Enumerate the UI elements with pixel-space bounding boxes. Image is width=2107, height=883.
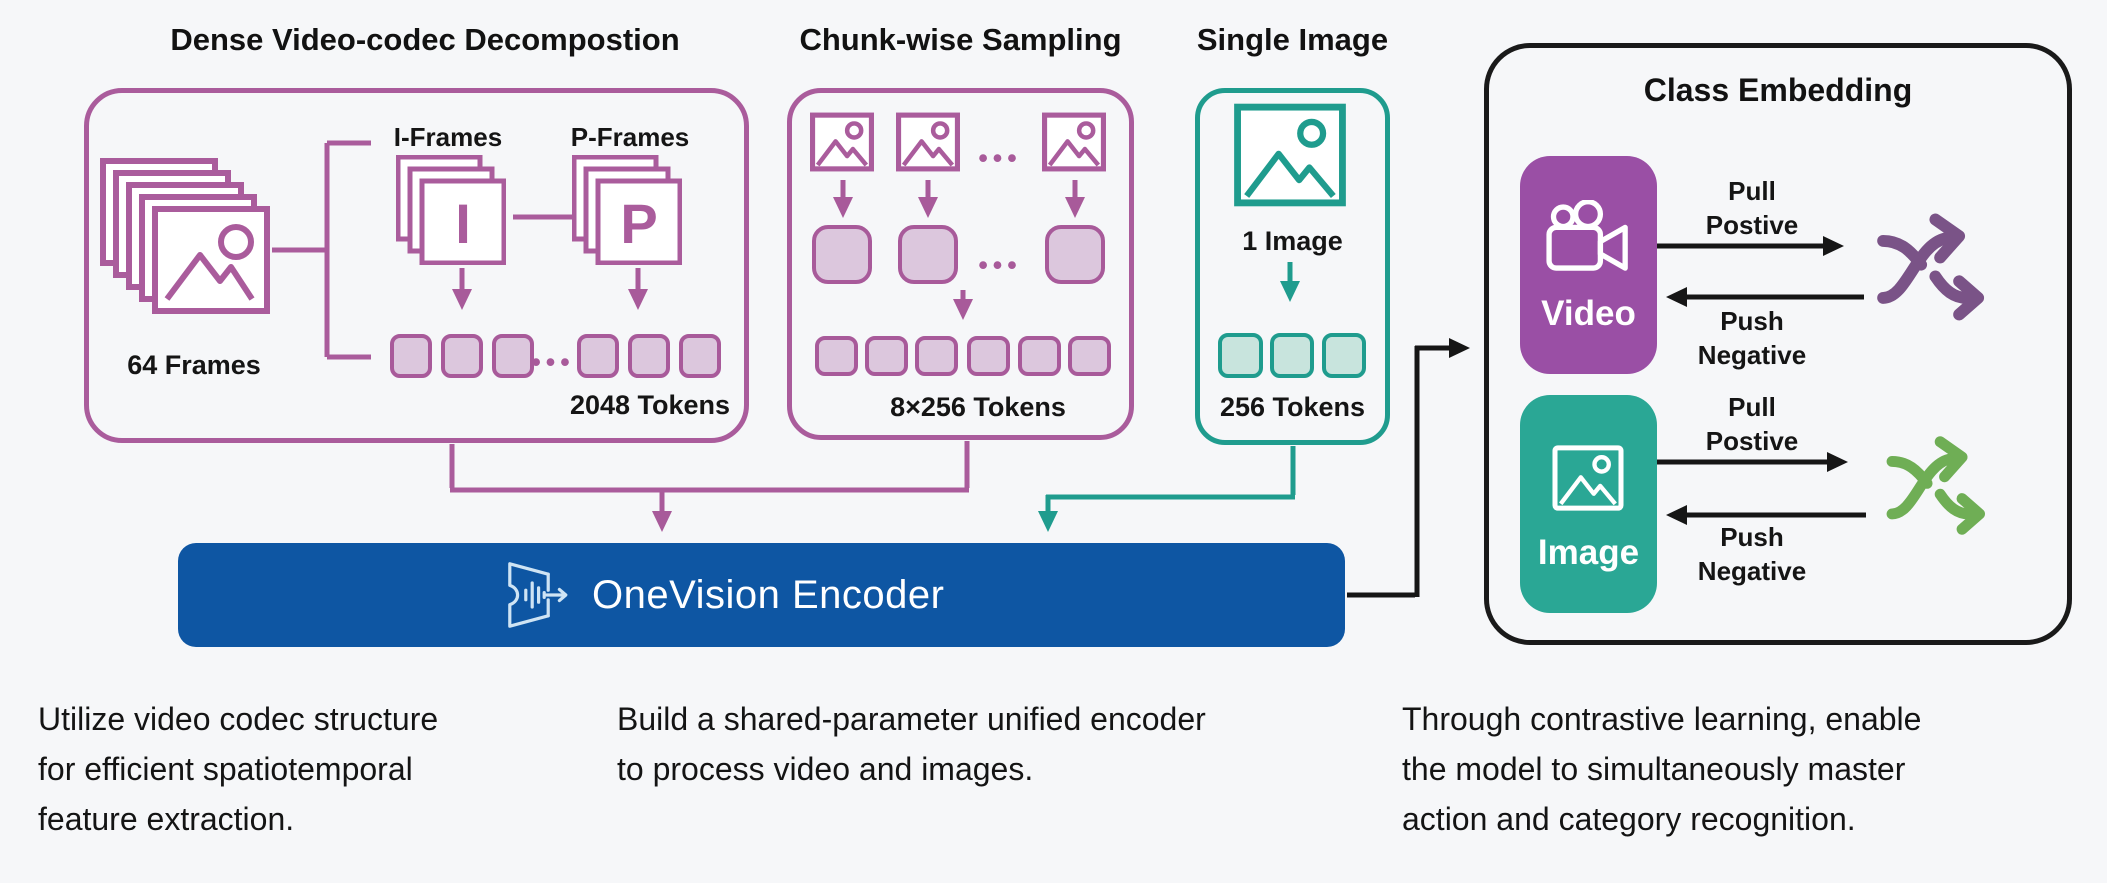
p-frame-letter: P xyxy=(620,192,657,255)
encoder-funnel-icon xyxy=(508,562,568,628)
frames-count-label: 64 Frames xyxy=(127,350,261,380)
class-embedding-panel xyxy=(1484,43,2072,645)
p-frames-stack-icon: P xyxy=(572,155,682,265)
shuffle-arrows-icon xyxy=(1877,213,1985,321)
single-image-to-encoder-connector xyxy=(1038,262,1300,532)
token xyxy=(815,336,858,376)
token xyxy=(1218,333,1263,378)
image-pull-label-line2: Postive xyxy=(1705,426,1799,456)
chunk-token xyxy=(1045,225,1105,284)
shuffle-arrows-icon xyxy=(1886,436,1986,535)
caption-line: Through contrastive learning, enable xyxy=(1402,701,1922,737)
caption-line: Utilize video codec structure xyxy=(38,701,439,737)
chunk-ellipsis: ••• xyxy=(978,250,1022,280)
caption-line: to process video and images. xyxy=(617,751,1034,787)
video-pull-label-line2: Postive xyxy=(1705,210,1799,240)
video-panels-to-encoder-connector xyxy=(449,441,970,493)
video-pull-label-line1: Pull xyxy=(1728,176,1776,206)
image-push-label-line1: Push xyxy=(1720,522,1784,552)
video-block-label: Video xyxy=(1541,294,1636,333)
chunk-token xyxy=(812,225,872,284)
pframes-label: P-Frames xyxy=(570,122,690,152)
token xyxy=(577,334,619,378)
token xyxy=(390,334,432,378)
chunk-token xyxy=(898,225,958,284)
caption-line: feature extraction. xyxy=(38,801,295,837)
image-pull-label-line1: Pull xyxy=(1728,392,1776,422)
image-embedding-block: Image xyxy=(1520,395,1657,613)
frame-ellipsis: ••• xyxy=(978,143,1022,173)
token xyxy=(492,334,534,378)
class-embedding-title: Class Embedding xyxy=(1643,72,1913,108)
caption-contrastive: Through contrastive learning, enable the… xyxy=(1402,694,1921,844)
chunk-panel-title: Chunk-wise Sampling xyxy=(799,22,1122,57)
chunk-panel xyxy=(787,88,1134,440)
caption-line: the model to simultaneously master xyxy=(1402,751,1906,787)
onevision-encoder-bar: OneVision Encoder xyxy=(178,543,1345,647)
single-tokens-label: 256 Tokens xyxy=(1219,392,1366,422)
token xyxy=(1322,333,1366,378)
dense-panel-title: Dense Video-codec Decompostion xyxy=(170,22,680,57)
caption-unified-encoder: Build a shared-parameter unified encoder… xyxy=(617,694,1206,794)
encoder-to-class-embedding-connector xyxy=(1347,338,1470,598)
dense-panel xyxy=(84,88,749,443)
image-icon xyxy=(1042,112,1106,172)
token xyxy=(915,336,958,376)
video-frames-stack-icon xyxy=(100,158,270,314)
iframes-label: I-Frames xyxy=(393,122,503,152)
caption-line: for efficient spatiotemporal xyxy=(38,751,413,787)
image-icon xyxy=(810,112,874,172)
video-camera-icon xyxy=(1546,200,1628,271)
dense-tokens-label: 2048 Tokens xyxy=(569,390,731,420)
token xyxy=(865,336,908,376)
i-frames-stack-icon: I xyxy=(396,155,506,265)
video-push-label-line1: Push xyxy=(1720,306,1784,336)
token-ellipsis: ••• xyxy=(531,347,575,377)
single-image-count-label: 1 Image xyxy=(1242,226,1343,256)
token xyxy=(441,334,483,378)
dense-bracket-lines xyxy=(272,140,595,360)
contrastive-arrows xyxy=(1650,236,1866,525)
image-icon xyxy=(1552,445,1624,511)
single-image-panel-title: Single Image xyxy=(1196,22,1389,57)
token xyxy=(628,334,670,378)
token xyxy=(679,334,721,378)
encoder-label: OneVision Encoder xyxy=(592,572,945,617)
caption-line: Build a shared-parameter unified encoder xyxy=(617,701,1206,737)
caption-codec: Utilize video codec structure for effici… xyxy=(38,694,438,844)
image-icon xyxy=(1234,103,1346,207)
token xyxy=(1270,333,1314,378)
image-block-label: Image xyxy=(1537,533,1640,572)
chunk-tokens-label: 8×256 Tokens xyxy=(890,392,1066,422)
video-push-label-line2: Negative xyxy=(1697,340,1807,370)
video-embedding-block: Video xyxy=(1520,156,1657,374)
token xyxy=(1068,336,1111,376)
purple-arrows xyxy=(452,180,1085,532)
token xyxy=(967,336,1010,376)
token xyxy=(1018,336,1061,376)
i-frame-letter: I xyxy=(455,192,471,255)
caption-line: action and category recognition. xyxy=(1402,801,1856,837)
image-icon xyxy=(896,112,960,172)
single-image-panel xyxy=(1195,88,1390,445)
image-push-label-line2: Negative xyxy=(1697,556,1807,586)
